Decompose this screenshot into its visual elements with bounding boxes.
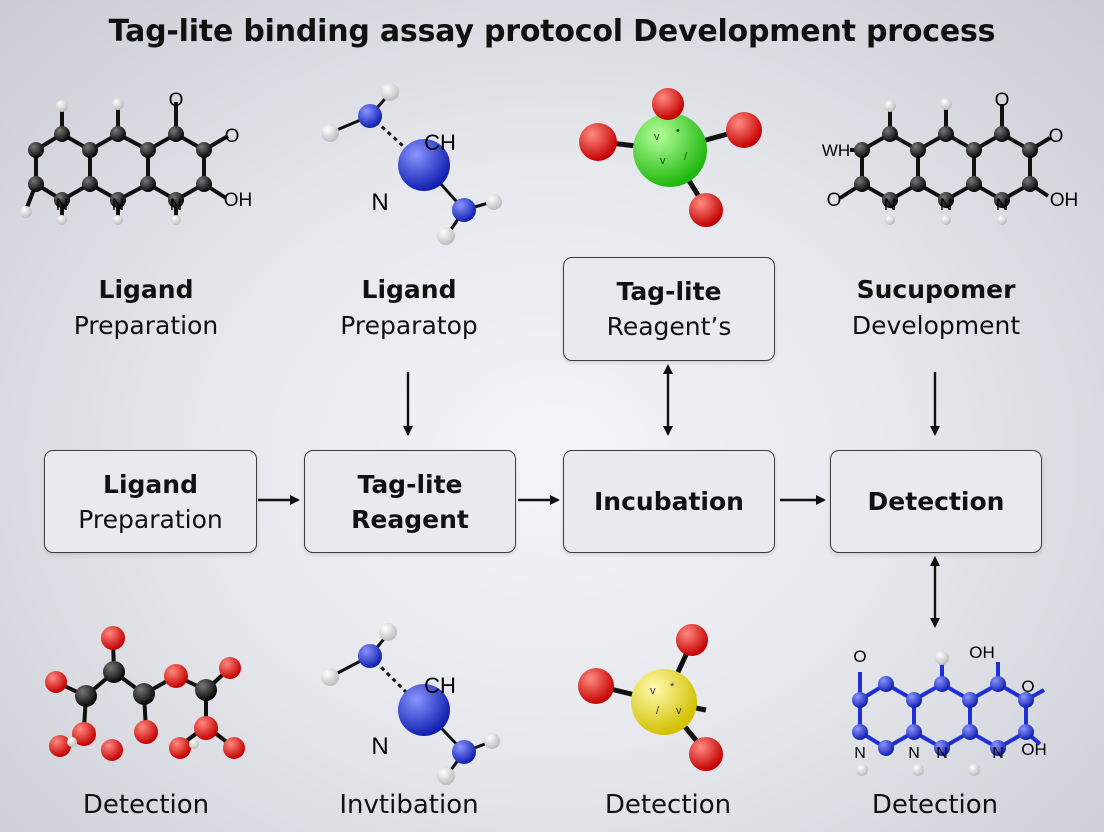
atom-label: O: [995, 90, 1010, 111]
molecule-tricyclic-2: [838, 98, 1052, 225]
flow-arrows: [258, 364, 940, 628]
box-label-bold: Reagent: [351, 504, 469, 534]
atom-label: OH: [1050, 190, 1079, 211]
top-label-sucupomer-development: Sucupomer Development: [816, 272, 1056, 344]
atom-label: N: [112, 195, 124, 214]
box-label-normal: Reagent’s: [606, 312, 732, 341]
bottom-caption: Detection: [604, 790, 732, 820]
molecule-yellow-centre: v*/v: [578, 624, 723, 771]
box-tag-lite-reagents: Tag-lite Reagent’s: [563, 257, 775, 361]
top-label-bold: Ligand: [98, 275, 194, 304]
atom-label: O: [827, 190, 842, 211]
svg-text:•: •: [676, 125, 680, 137]
box-label-bold: Incubation: [594, 487, 744, 516]
atom-label: N: [992, 745, 1004, 762]
top-label-ligand-preparation: Ligand Preparation: [26, 272, 266, 344]
atom-label: OH: [1021, 740, 1047, 759]
atom-label: N: [371, 733, 388, 760]
molecule-amine-1: [321, 83, 502, 245]
atom-label: N: [371, 189, 388, 216]
atom-label: O: [225, 126, 240, 147]
box-label-bold: Detection: [867, 487, 1005, 516]
box-incubation: Incubation: [563, 450, 775, 553]
svg-text:v: v: [650, 685, 656, 697]
svg-text:v: v: [676, 705, 682, 717]
atom-label: CH: [424, 130, 456, 155]
atom-label: O: [1021, 677, 1034, 696]
top-label-normal: Development: [851, 311, 1021, 340]
atom-label: O: [1049, 126, 1064, 147]
box-label-normal: Preparation: [78, 504, 223, 534]
atom-label: N: [908, 745, 920, 762]
atom-label: WH: [822, 141, 850, 160]
svg-text:/: /: [656, 705, 660, 717]
top-label-bold: Sucupomer: [856, 275, 1016, 304]
box-label-bold: Ligand: [103, 469, 198, 499]
top-label-ligand-preparatop: Ligand Preparatop: [289, 272, 529, 344]
atom-label: N: [940, 195, 952, 214]
atom-label: CH: [424, 673, 456, 698]
bottom-caption: Invtibation: [339, 790, 479, 820]
atom-label: OH: [969, 643, 995, 662]
molecule-tricyclic-1: [20, 98, 230, 225]
box-ligand-preparation: Ligand Preparation: [44, 450, 257, 553]
box-label-bold: Tag-lite: [357, 469, 463, 499]
molecule-tricyclic-blue: [852, 651, 1045, 776]
box-detection: Detection: [830, 450, 1042, 553]
bottom-caption: Detection: [82, 790, 210, 820]
top-label-bold: Ligand: [361, 275, 457, 304]
atom-label: O: [169, 90, 184, 111]
top-label-normal: Preparation: [73, 311, 219, 340]
svg-text:v: v: [660, 155, 666, 167]
atom-label: N: [854, 745, 866, 762]
atom-label: N: [936, 745, 948, 762]
molecule-amine-2: [321, 623, 500, 785]
molecule-green-centre: v • v /: [579, 88, 762, 227]
svg-text:*: *: [670, 681, 675, 693]
atom-label: N: [170, 195, 182, 214]
diagram-title: Tag-lite binding assay protocol Developm…: [108, 14, 996, 49]
atom-label: OH: [224, 190, 253, 211]
atom-label: N: [996, 195, 1008, 214]
atom-label: N: [56, 195, 68, 214]
molecule-chain: [45, 626, 245, 761]
box-tag-lite-reagent: Tag-lite Reagent: [304, 450, 516, 553]
svg-text:/: /: [684, 151, 688, 163]
atom-label: N: [884, 195, 896, 214]
svg-text:v: v: [654, 131, 660, 143]
top-label-normal: Preparatop: [340, 311, 478, 340]
box-label-bold: Tag-lite: [616, 277, 722, 306]
bottom-caption: Detection: [871, 790, 999, 820]
atom-label: O: [853, 647, 866, 666]
